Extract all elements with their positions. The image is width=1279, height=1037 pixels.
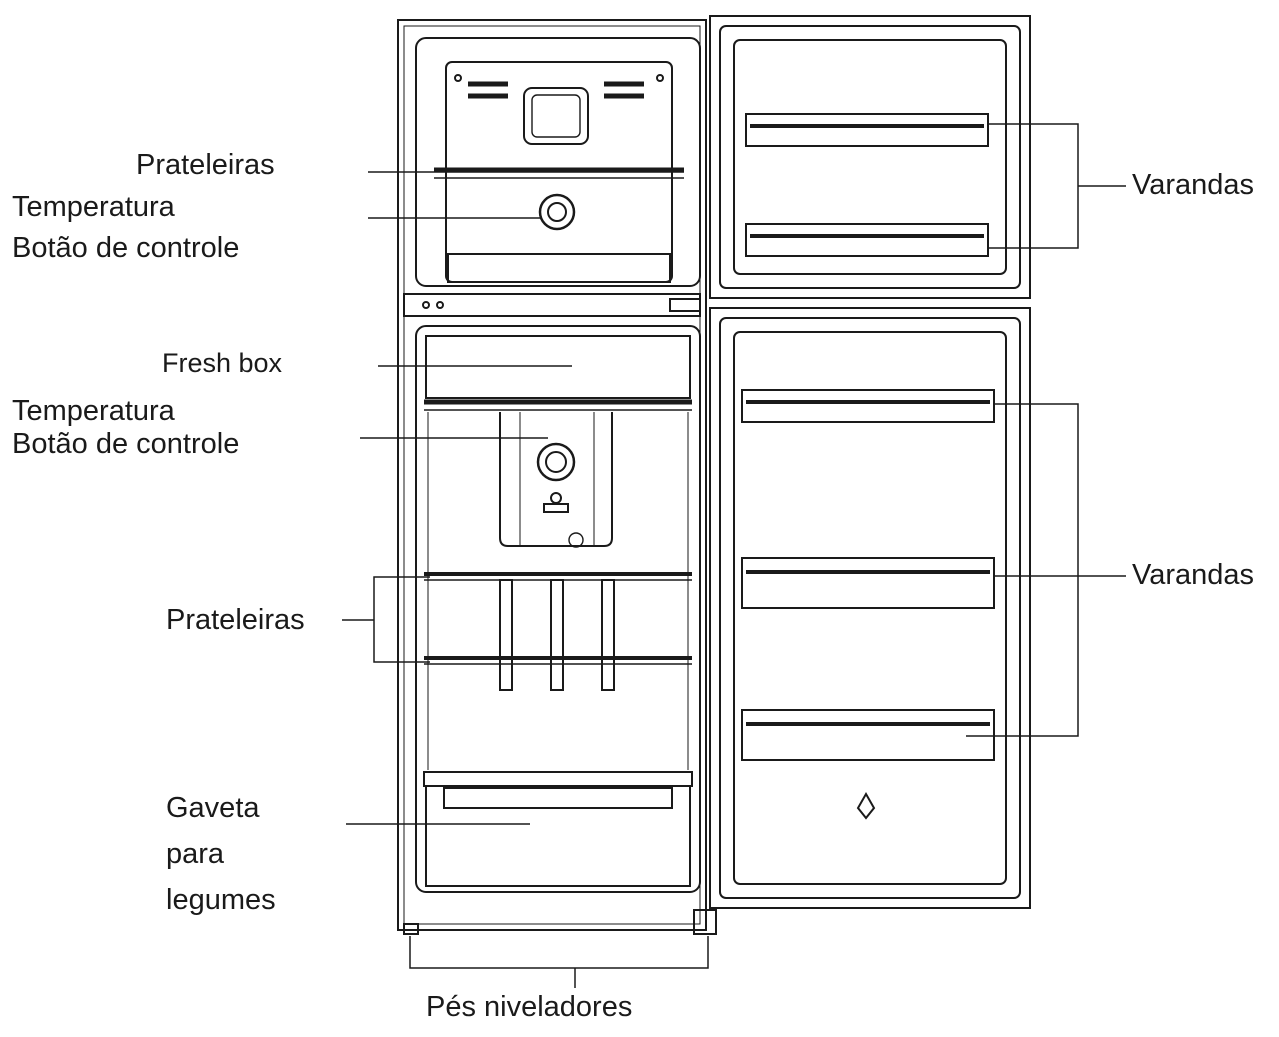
indicator-dot-1 (423, 302, 429, 308)
crisper-cover (424, 772, 692, 786)
label-fridge-door-balconies: Varandas (1132, 561, 1254, 590)
egg-symbol-icon (858, 794, 874, 818)
fridge-light-base (544, 504, 568, 512)
leader-feet-bracket (410, 936, 708, 968)
leader-fridge-shelves-bracket (374, 577, 430, 662)
label-crisper-line3: legumes (166, 886, 276, 915)
freezer-screw-left (455, 75, 461, 81)
fridge-sensor (569, 533, 583, 547)
fridge-control-knob-inner (546, 452, 566, 472)
freezer-door-gasket (720, 26, 1020, 288)
label-freezer-shelves: Prateleiras (136, 151, 275, 180)
label-freezer-door-balconies: Varandas (1132, 171, 1254, 200)
freezer-balcony-2 (746, 224, 988, 256)
freezer-screw-right (657, 75, 663, 81)
shelf-support-3 (602, 580, 614, 690)
freezer-control-knob-inner (548, 203, 566, 221)
label-fridge-shelves: Prateleiras (166, 606, 305, 635)
label-freezer-temp-line1: Temperatura (12, 193, 175, 222)
indicator-dot-2 (437, 302, 443, 308)
shelf-support-2 (551, 580, 563, 690)
cabinet-inner-outline (404, 26, 700, 924)
label-crisper-line1: Gaveta (166, 794, 260, 823)
crisper-drawer (426, 786, 690, 886)
label-leveling-feet: Pés niveladores (426, 993, 632, 1022)
label-fridge-temp-line1: Temperatura (12, 397, 175, 426)
shelf-support-1 (500, 580, 512, 690)
crisper-handle (444, 788, 672, 808)
fridge-light (551, 493, 561, 503)
label-fresh-box: Fresh box (162, 350, 282, 377)
fridge-balcony-2 (742, 558, 994, 608)
fridge-control-knob (538, 444, 574, 480)
freezer-balcony-1 (746, 114, 988, 146)
freezer-control-knob (540, 195, 574, 229)
leader-freezer-balconies-bracket (988, 124, 1078, 248)
fridge-balcony-1 (742, 390, 994, 422)
fresh-box (426, 336, 690, 398)
label-crisper-line2: para (166, 840, 224, 869)
label-freezer-temp-line2: Botão de controle (12, 234, 239, 263)
label-fridge-temp-line2: Botão de controle (12, 430, 239, 459)
hinge-block (670, 299, 700, 311)
freezer-bottom-tray (448, 254, 670, 282)
fridge-balcony-3 (742, 710, 994, 760)
freezer-door-inner (734, 40, 1006, 274)
freezer-vent-inner (532, 95, 580, 137)
divider-strip (404, 294, 700, 316)
